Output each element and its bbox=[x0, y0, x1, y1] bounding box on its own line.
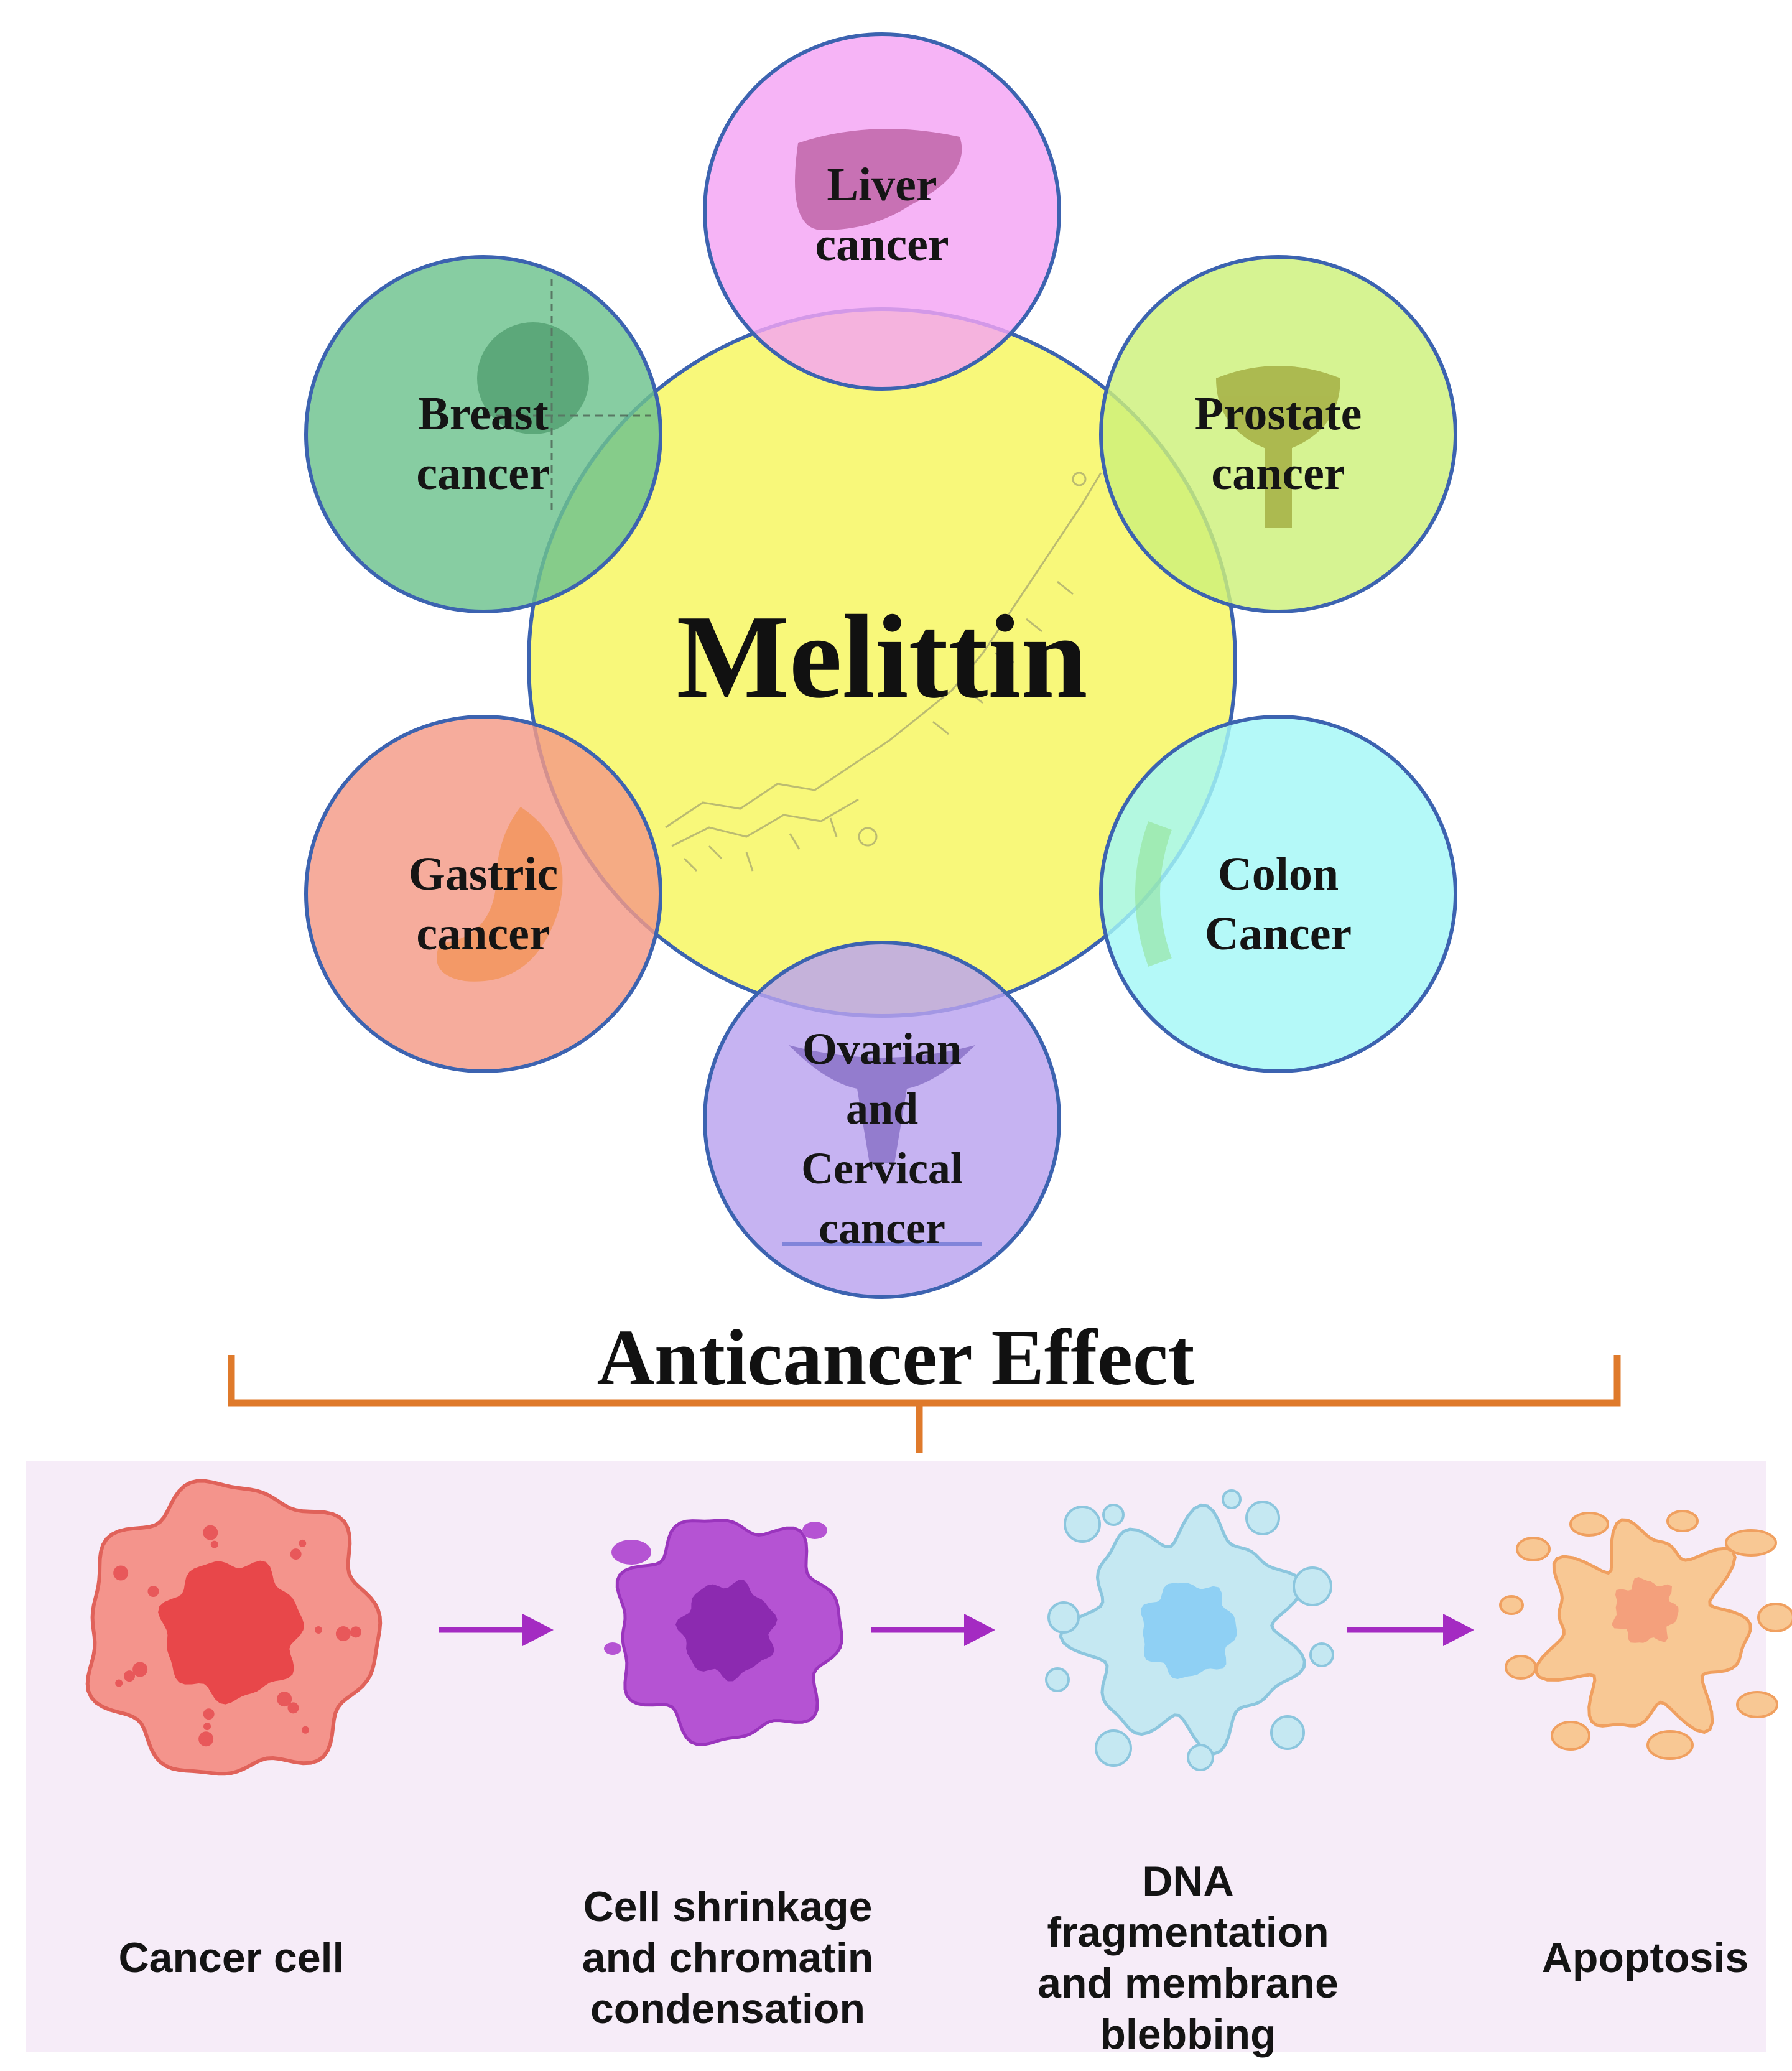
apoptosis-stage: Apoptosis bbox=[1499, 1510, 1792, 1981]
cancer-cell-label: Cancer cell bbox=[119, 1934, 345, 1981]
cancer-cell-stage: Cancer cell bbox=[85, 1479, 383, 1981]
effect-bracket bbox=[228, 1355, 1621, 1453]
cancer-cell-cell-icon bbox=[85, 1479, 383, 1776]
shrinkage-cell-icon bbox=[604, 1519, 843, 1746]
melittin-title: Melittin bbox=[676, 590, 1087, 723]
breast-icon bbox=[471, 279, 651, 515]
apoptosis-label: Apoptosis bbox=[1542, 1934, 1748, 1981]
stage-arrow-icon bbox=[439, 1614, 554, 1646]
colon-circle bbox=[1099, 715, 1457, 1073]
stage-arrow-icon bbox=[871, 1614, 995, 1646]
stage-arrow-icon bbox=[1347, 1614, 1474, 1646]
dna-frag-cell-icon bbox=[1045, 1489, 1334, 1771]
uterus-icon bbox=[782, 1045, 982, 1246]
anticancer-effect-title: Anticancer Effect bbox=[597, 1313, 1195, 1402]
colon-icon bbox=[1135, 821, 1172, 967]
liver-icon bbox=[795, 129, 962, 230]
melittin-peptide-structure bbox=[665, 472, 1102, 872]
prostate-icon bbox=[1216, 366, 1340, 528]
gastric-circle bbox=[304, 715, 662, 1073]
stomach-icon bbox=[437, 807, 563, 982]
apoptosis-cell-icon bbox=[1499, 1510, 1792, 1760]
